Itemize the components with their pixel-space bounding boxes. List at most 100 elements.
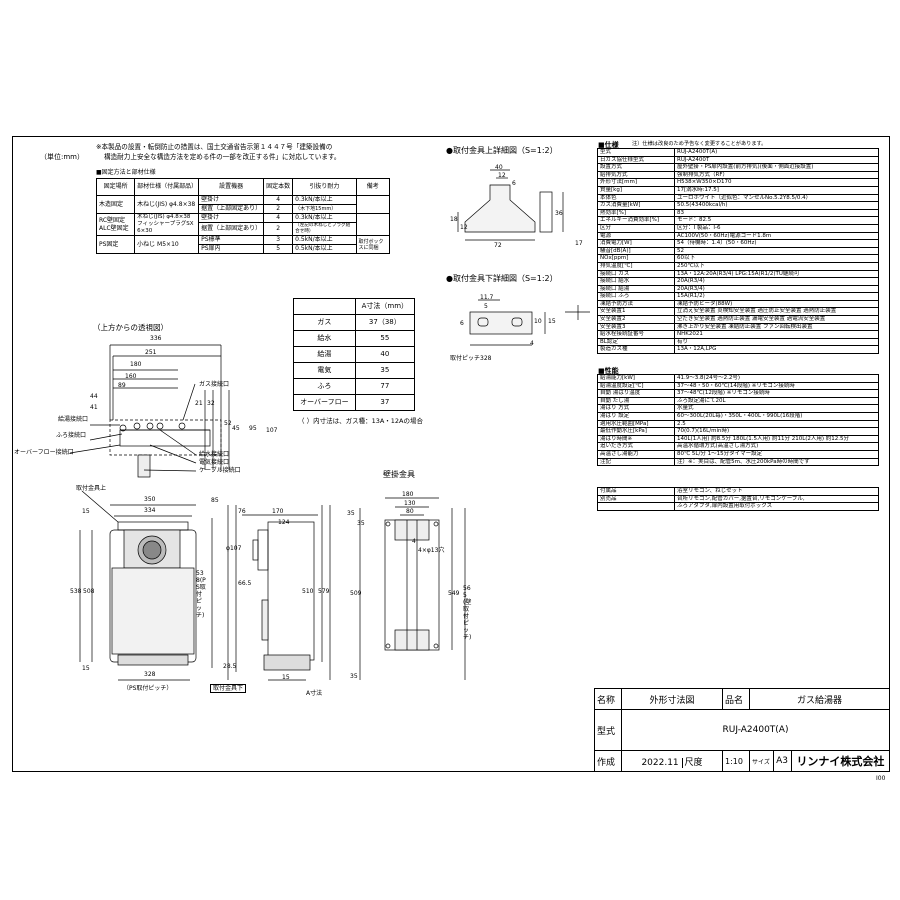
dim-wall-549: 549 <box>448 590 460 597</box>
drawing-frame <box>12 136 890 772</box>
spec-key: 自動 湯はり温度 <box>597 389 675 398</box>
table-row: 外形寸法[mm]H538×W350×D170 <box>597 178 879 187</box>
wall-bracket-title: 壁掛金具 <box>383 470 415 479</box>
spec-value: 15A(R1/2) <box>674 292 879 301</box>
spec-value: 立消え安全装置 炎検知安全装置 過圧防止安全装置 過熱防止装置 <box>674 307 879 317</box>
spec-value: 20A(R3/4) <box>674 277 879 286</box>
spec-key: 自動 たし湯 <box>597 396 675 406</box>
spec-value: 沸き上がり安全装置 凍結防止装置 ファン回転検出装置 <box>674 322 879 332</box>
dim-front-328: 328 <box>144 671 156 678</box>
hole-label: 4×φ13穴 <box>418 547 445 554</box>
table-row: 本体色ユーロホワイト（近似色：マンセルNo.5.2Y8.5/0.4） <box>597 193 879 203</box>
dim-front-28-5: 28.5 <box>223 663 237 670</box>
table-row: 付属品浴室リモコン、ねじセット <box>597 487 879 496</box>
dim-top-107: 107 <box>266 427 278 434</box>
dim-front-538: 538 <box>70 588 82 595</box>
title-block: 名称 外形寸法図 品名 ガス給湯器 型式 RUJ-A2400T(A) 作成 20… <box>594 688 891 772</box>
spec-key: 湯はり 設定 <box>597 411 675 421</box>
dim-lower-4: 4 <box>530 340 534 347</box>
spec-value: RUJ-A2400T(A) <box>674 148 879 157</box>
performance-table: 給湯能力[kW]41.9〜3.8(24号〜2.2号)給湯温度設定[℃]37〜48… <box>597 374 879 467</box>
dim-lower-11-7: 11.7 <box>480 294 494 301</box>
table-row: A寸法（mm） <box>293 298 416 315</box>
product-label: 品名 <box>722 688 750 710</box>
spec-value: 60以下 <box>674 254 879 263</box>
spec-key: 給水栓接続証番号 <box>597 330 675 339</box>
dim-side-15: 15 <box>282 674 290 681</box>
spec-section-title: ■仕様 <box>598 141 619 149</box>
table-row: 作成 2022.11 尺度 1:10 サイズ A3 リンナイ株式会社 <box>594 750 891 772</box>
table-row: PS固定 小ねじ M5×10 PS標準 3 0.5kN/本以上 取付ボックスに同… <box>95 235 391 254</box>
spec-value: RUJ-A2400T <box>674 155 879 165</box>
spec-value: 台所リモコン,配管カバー,据置台,リモコンケーブル, <box>674 494 879 504</box>
electric-connection-label: 電気接続口 <box>199 459 230 466</box>
spec-value: 60〜300L(20L毎)・350L・400L・990L(16段階) <box>674 411 879 421</box>
spec-key: 本体色 <box>597 193 675 203</box>
cable-connection-label: ケーブル接続口 <box>199 467 241 474</box>
spec-key: 接続口 ガス <box>597 269 675 279</box>
spec-value: 屋外壁掛・PS扉内設置(前方排気)(後面・側面近接設置) <box>674 163 879 172</box>
table-row: 排気温度[℃]250℃以下 <box>597 261 879 271</box>
spec-value: 54（待機時：1.4）(50・60Hz) <box>674 239 879 248</box>
dim-side-66-5: 66.5 <box>238 580 252 587</box>
fix-cell: 0.5kN/本以上 <box>292 244 357 254</box>
table-row: 最低作動水圧[kPa]70(0.7)(16L/min時) <box>597 427 879 436</box>
spec-key: ガス消費量[kW] <box>597 201 675 210</box>
spec-key: NOx[ppm] <box>597 254 675 263</box>
spec-value: 70(0.7)(16L/min時) <box>674 427 879 436</box>
adim-val: 37 <box>354 394 416 411</box>
name-label: 名称 <box>594 688 622 710</box>
spec-key: 高温さし湯能力 <box>597 449 675 459</box>
pitch-328-label: 取付ピッチ328 <box>450 355 492 362</box>
gas-connection-label: ガス接続口 <box>199 381 230 388</box>
spec-key: 安全装置2 <box>597 315 675 324</box>
fix-cell: 取付ボックスに同梱 <box>355 235 391 254</box>
top-view-title: （上方からの透視図） <box>93 323 168 332</box>
fixing-table: 固定場所 部材仕様（付属部品） 設置機器 固定本数 引抜り耐力 備考 木造固定 … <box>95 178 391 254</box>
unit-label: （単位:mm） <box>40 153 84 161</box>
spec-value: 2.5 <box>674 419 879 429</box>
spec-value: 13A・12A:20A(R3/4) LPG:15A(R1/2)TU継続可 <box>674 269 879 279</box>
spec-value: 注）※：実目は、配管5m、水圧200kPa時の時間です <box>674 457 879 467</box>
table-row: ガス消費量[kW]50.5(43400kcal/h) <box>597 201 879 210</box>
table-row: RC壁固定 ALC壁固定 木ねじ(JIS) φ4.8×38 フィッシャープラグS… <box>95 213 391 236</box>
hot-water-connection-label: 給湯接続口 <box>58 416 89 423</box>
size-value: A3 <box>773 750 792 772</box>
model-value: RUJ-A2400T(A) <box>621 709 890 751</box>
spec-value: 80℃ 5L/分 1〜15分タイマー設定 <box>674 449 879 459</box>
ps-pitch-label: （PS取付ピッチ） <box>123 685 173 692</box>
lower-bracket-title: ●取付金具下詳細図（S=1:2） <box>446 274 558 283</box>
dim-wall-pitch-vertical: 565(壁取付ピッチ) <box>463 585 472 641</box>
spec-key: 別売品 <box>597 494 675 504</box>
dim-side-76: 76 <box>238 508 246 515</box>
dim-lower-15: 15 <box>548 318 556 325</box>
spec-value: 浴室リモコン、ねじセット <box>674 487 879 496</box>
dim-wall-80: 80 <box>406 508 414 515</box>
table-row: 追いだき方式高温水循環方式(高温さし湯方式) <box>597 442 879 451</box>
spec-section-note: 注）仕様は改良のため予告なく変更することがあります。 <box>632 141 767 147</box>
table-row: PS扉内 5 0.5kN/本以上 <box>97 244 390 254</box>
spec-key: 質量[kg] <box>597 185 675 195</box>
dim-top-160: 160 <box>125 373 137 380</box>
spec-value: 41.9〜3.8(24号〜2.2号) <box>674 374 879 383</box>
dim-top-44: 44 <box>90 393 98 400</box>
dim-front-334: 334 <box>144 507 156 514</box>
date-label: 作成 <box>594 750 622 772</box>
company-name: リンナイ株式会社 <box>790 750 891 772</box>
table-row: 据置（上部固定あり） 2 （左記の木ねじとプラグ組合せ時） <box>97 222 390 236</box>
spec-key <box>597 502 675 511</box>
scale-label: 尺度 <box>681 757 703 768</box>
spec-key: BL認定 <box>597 337 675 347</box>
dim-wall-35-c: 35 <box>350 673 358 680</box>
